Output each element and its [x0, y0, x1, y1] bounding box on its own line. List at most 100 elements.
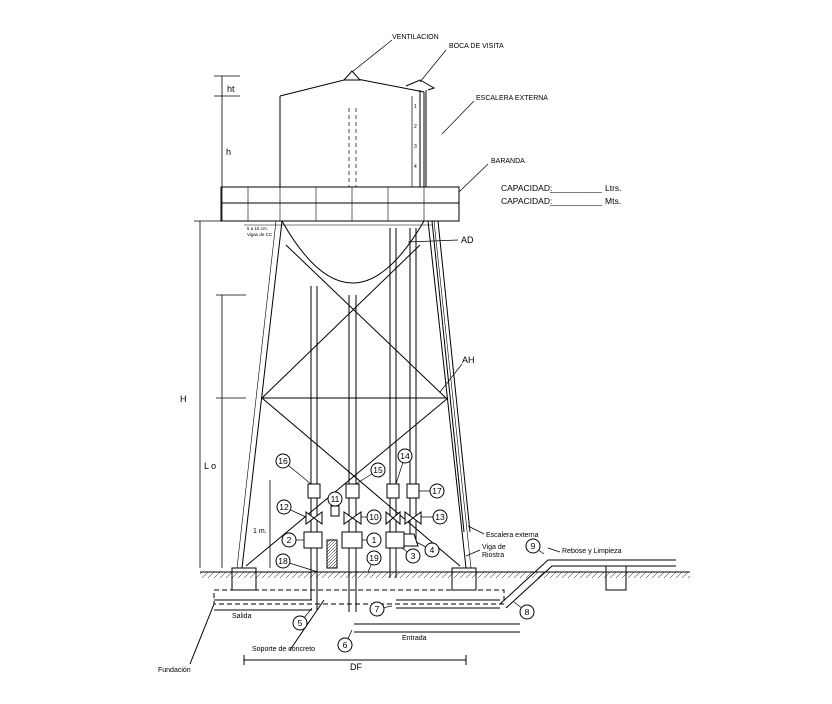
- callout-circle: [519, 604, 535, 620]
- ladder-mark: 4: [414, 164, 417, 170]
- foundation-right: [451, 567, 477, 591]
- callout-8: 8: [513, 601, 535, 620]
- leader-viga: [465, 549, 481, 557]
- callout-circle: [281, 532, 297, 548]
- capacity-line1-label: CAPACIDAD:: [501, 183, 552, 193]
- label-viga-1: Viga de: [482, 544, 506, 551]
- callout-number: 17: [432, 486, 442, 496]
- label-ad: AD: [461, 235, 474, 245]
- label-ventilacion: VENTILACION: [392, 34, 439, 41]
- callout-19: 19: [366, 550, 382, 573]
- callout-10: 10: [361, 509, 382, 525]
- callout-circle: [432, 509, 448, 525]
- union-15: [345, 483, 360, 499]
- label-baranda: BARANDA: [491, 158, 525, 165]
- leader-ad: [407, 239, 459, 243]
- dim-label-h: h: [226, 147, 231, 157]
- leader-escalera-side: [467, 525, 485, 535]
- leader-escalera: [441, 100, 475, 135]
- leader-ventilacion: [351, 39, 393, 73]
- callout-2: 2: [281, 532, 304, 548]
- leader-boca: [419, 49, 447, 83]
- callout-12: 12: [276, 499, 307, 518]
- label-soporte: Soporte de concreto: [252, 646, 315, 653]
- callout-circle: [429, 483, 445, 499]
- callout-circle: [366, 509, 382, 525]
- callout-circle: [366, 532, 382, 548]
- callout-number: 9: [531, 541, 536, 551]
- callout-circle: [275, 553, 291, 569]
- callout-circle: [366, 550, 382, 566]
- dim-label-lo: L o: [204, 461, 216, 471]
- tee-3: [385, 531, 405, 549]
- callout-14: 14: [395, 448, 413, 485]
- callout-number: 15: [373, 465, 383, 475]
- callout-13: 13: [421, 509, 448, 525]
- callout-circle: [397, 448, 413, 464]
- callout-number: 10: [369, 512, 379, 522]
- callout-circle: [276, 499, 292, 515]
- union-11: [330, 505, 340, 517]
- callout-16: 16: [275, 453, 312, 485]
- label-viga-2: Riostra: [482, 552, 504, 559]
- tee-2: [303, 531, 323, 549]
- dim-label-ht: ht: [227, 84, 235, 94]
- callout-circle: [337, 637, 353, 653]
- ground-hatch: [200, 572, 690, 578]
- leader-ah: [439, 363, 463, 393]
- leaders: [351, 39, 561, 557]
- callout-6: 6: [337, 629, 353, 653]
- callout-number: 2: [287, 535, 292, 545]
- callout-circle: [525, 538, 541, 554]
- ladder-mark: 1: [414, 104, 417, 110]
- label-ah: AH: [462, 355, 475, 365]
- leg-left: [241, 220, 283, 569]
- valve-13: [404, 511, 422, 525]
- callout-1: 1: [362, 532, 382, 548]
- foundation-left: [231, 567, 257, 591]
- drain-box: [605, 565, 627, 591]
- callout-number: 12: [279, 502, 289, 512]
- tee-1: [341, 531, 363, 549]
- callout-5: 5: [292, 607, 313, 631]
- callout-number: 6: [343, 640, 348, 650]
- callout-15: 15: [355, 462, 386, 485]
- fundacion-leader: [189, 603, 215, 665]
- cross-brace: [285, 244, 447, 399]
- valve-10: [343, 511, 362, 525]
- external-ladder-rail-1: [431, 220, 465, 533]
- capacity-line2-label: CAPACIDAD:: [501, 196, 552, 206]
- callout-number: 19: [369, 553, 379, 563]
- external-ladder-rail-2: [437, 220, 471, 533]
- callout-7: 7: [369, 601, 393, 617]
- callout-number: 1: [372, 535, 377, 545]
- label-escalera-externa: ESCALERA EXTERNA: [476, 95, 548, 102]
- callout-number: 3: [411, 551, 416, 561]
- tank-bowl: [281, 220, 425, 284]
- manhole: [405, 79, 436, 91]
- callout-3: 3: [401, 547, 421, 564]
- label-fundacion: Fundación: [158, 667, 191, 674]
- callout-17: 17: [419, 483, 445, 499]
- ground: [189, 548, 690, 665]
- tank-roof: [279, 77, 425, 97]
- capacity-line1-blank: ___________: [549, 183, 602, 193]
- callout-circle: [369, 601, 385, 617]
- label-boca-visita: BOCA DE VISITA: [449, 43, 504, 50]
- dimensions: [194, 75, 271, 568]
- valve-3: [385, 510, 401, 526]
- union-16: [307, 483, 321, 499]
- label-rebose: Rebose y Limpieza: [562, 548, 622, 555]
- callout-18: 18: [275, 553, 319, 573]
- leader-rebose: [547, 547, 561, 553]
- tank: [220, 70, 460, 284]
- outlet-elbow-5: [310, 548, 318, 610]
- ladder-mark: 2: [414, 124, 417, 130]
- leg-left-inner: [236, 220, 277, 569]
- foundation-slab: [213, 589, 505, 605]
- label-entrada: Entrada: [402, 635, 427, 642]
- leg-right-inner: [433, 220, 472, 569]
- cross-brace: [245, 397, 449, 567]
